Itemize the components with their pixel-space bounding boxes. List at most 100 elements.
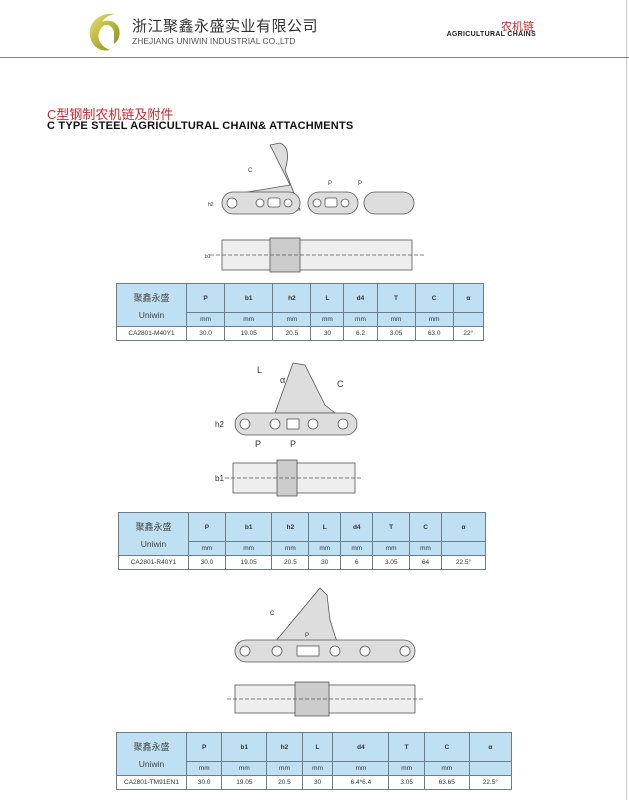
svg-text:C: C xyxy=(270,611,275,617)
unit-cell: mm xyxy=(308,541,342,556)
column-header: α xyxy=(441,512,486,542)
column-header: T xyxy=(388,732,425,762)
value-cell: 3.05 xyxy=(372,555,411,570)
svg-text:α: α xyxy=(280,375,285,385)
company-name-en: ZHEJIANG UNIWIN INDUSTRIAL CO.,LTD xyxy=(132,36,296,46)
column-header: P xyxy=(185,283,226,313)
svg-text:b1: b1 xyxy=(205,254,211,260)
column-header: h2 xyxy=(266,732,303,762)
unit-cell: mm xyxy=(310,312,345,327)
value-cell: 30.0 xyxy=(185,775,223,790)
value-cell: 6.4*6.4 xyxy=(332,775,390,790)
column-header: b1 xyxy=(224,283,274,313)
section-title-cn: 农机链 xyxy=(501,21,534,33)
unit-cell: mm xyxy=(266,761,303,776)
company-name-cn: 浙江聚鑫永盛实业有限公司 xyxy=(132,18,319,35)
column-header: C xyxy=(414,283,454,313)
unit-cell: mm xyxy=(423,761,470,776)
company-logo xyxy=(89,13,120,51)
model-cell: CA2801-TM91EN1 xyxy=(116,775,187,790)
unit-cell: mm xyxy=(224,312,274,327)
model-cell: CA2801-R40Y1 xyxy=(118,555,189,570)
unit-cell: mm xyxy=(340,541,374,556)
chain-diagram-r40y1: L α C P P h2 b1 xyxy=(215,362,363,497)
value-cell: 22.5° xyxy=(468,775,513,790)
label-c: C xyxy=(248,168,253,174)
unit-cell: mm xyxy=(409,541,443,556)
unit-cell: mm xyxy=(221,761,268,776)
svg-text:h2: h2 xyxy=(208,202,214,208)
column-header: P xyxy=(188,512,226,542)
page-title-en: C TYPE STEEL AGRICULTURAL CHAIN& ATTACHM… xyxy=(47,120,354,132)
svg-text:P: P xyxy=(305,633,309,639)
column-header: α xyxy=(468,732,513,762)
unit-cell xyxy=(452,312,485,327)
unit-cell: mm xyxy=(271,541,310,556)
value-cell: 22° xyxy=(452,326,485,341)
page-edge xyxy=(626,0,627,800)
value-cell: 19.05 xyxy=(224,326,274,341)
unit-cell: mm xyxy=(332,761,390,776)
column-header: h2 xyxy=(272,283,312,313)
unit-cell: mm xyxy=(185,312,226,327)
column-header: d4 xyxy=(343,283,378,313)
column-header: b1 xyxy=(224,512,273,542)
unit-cell: mm xyxy=(372,541,411,556)
svg-text:P: P xyxy=(328,181,332,187)
value-cell: 3.05 xyxy=(388,775,425,790)
value-cell: 20.5 xyxy=(272,326,312,341)
chain-diagram-m40y1: C P P h2 b1 xyxy=(205,142,425,273)
column-header: T xyxy=(376,283,416,313)
column-header: d4 xyxy=(340,512,374,542)
unit-cell: mm xyxy=(224,541,273,556)
section-title-en: AGRICULTURAL CHAINS xyxy=(446,31,536,38)
unit-cell xyxy=(441,541,486,556)
unit-cell: mm xyxy=(388,761,425,776)
column-header: C xyxy=(423,732,470,762)
value-cell: 19.05 xyxy=(221,775,268,790)
value-cell: 20.5 xyxy=(271,555,310,570)
value-cell: 64 xyxy=(409,555,443,570)
unit-cell: mm xyxy=(188,541,226,556)
header-divider xyxy=(0,57,629,58)
unit-cell: mm xyxy=(185,761,223,776)
unit-cell: mm xyxy=(343,312,378,327)
svg-text:P: P xyxy=(290,439,296,449)
unit-cell: mm xyxy=(272,312,312,327)
unit-cell xyxy=(468,761,513,776)
value-cell: 30 xyxy=(301,775,334,790)
unit-cell: mm xyxy=(376,312,416,327)
svg-text:L: L xyxy=(257,365,262,375)
column-header: T xyxy=(372,512,411,542)
value-cell: 63.65 xyxy=(423,775,470,790)
column-header: L xyxy=(308,512,342,542)
column-header: L xyxy=(310,283,345,313)
value-cell: 6 xyxy=(340,555,374,570)
unit-cell: mm xyxy=(414,312,454,327)
column-header: b1 xyxy=(221,732,268,762)
value-cell: 30.0 xyxy=(188,555,226,570)
svg-text:b1: b1 xyxy=(215,474,224,483)
value-cell: 63.0 xyxy=(414,326,454,341)
svg-text:h2: h2 xyxy=(215,420,224,429)
column-header: d4 xyxy=(332,732,390,762)
value-cell: 30 xyxy=(310,326,345,341)
svg-text:P: P xyxy=(358,181,362,187)
value-cell: 19.05 xyxy=(224,555,273,570)
column-header: h2 xyxy=(271,512,310,542)
model-cell: CA2801-M40Y1 xyxy=(116,326,187,341)
column-header: P xyxy=(185,732,223,762)
value-cell: 22.5° xyxy=(441,555,486,570)
column-header: α xyxy=(452,283,485,313)
chain-diagram-tm91en1: C P xyxy=(227,587,423,717)
column-header: C xyxy=(409,512,443,542)
